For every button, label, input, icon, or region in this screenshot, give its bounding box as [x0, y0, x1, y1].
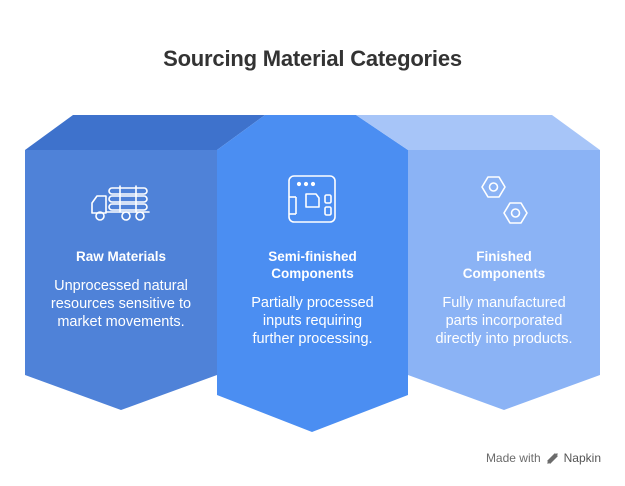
panel-3-body	[408, 150, 600, 410]
circuit-board-icon	[288, 175, 336, 223]
panel-3-top	[356, 115, 600, 150]
panel-2-body	[217, 150, 408, 432]
panel-1-description: Unprocessed natural resources sensitive …	[50, 278, 192, 330]
panel-3-description: Fully manufactured parts incorporated di…	[435, 295, 573, 347]
panel-3-text: Finished Components Fully manufactured p…	[430, 248, 578, 348]
hex-nuts-icon	[481, 176, 528, 224]
panel-1-body	[25, 150, 217, 410]
panel-1-text: Raw Materials Unprocessed natural resour…	[25, 248, 217, 331]
panel-2-title: Semi-finished Components	[268, 249, 357, 281]
panel-1-title: Raw Materials	[75, 249, 167, 264]
panel-1-top	[25, 115, 265, 150]
panel-2-text: Semi-finished Components Partially proce…	[237, 248, 388, 348]
panel-2-description: Partially processed inputs requiring fur…	[251, 295, 374, 347]
made-with-napkin-footer: Made with Napkin	[486, 451, 601, 465]
truck-logs-icon	[91, 185, 150, 221]
panel-3-title: Finished Components	[462, 249, 546, 281]
napkin-brand-label: Napkin	[563, 451, 601, 465]
panel-2-top	[217, 115, 408, 150]
made-with-label: Made with	[485, 451, 541, 465]
napkin-logo-icon	[546, 452, 558, 464]
diagram-title: Sourcing Material Categories	[163, 46, 462, 71]
